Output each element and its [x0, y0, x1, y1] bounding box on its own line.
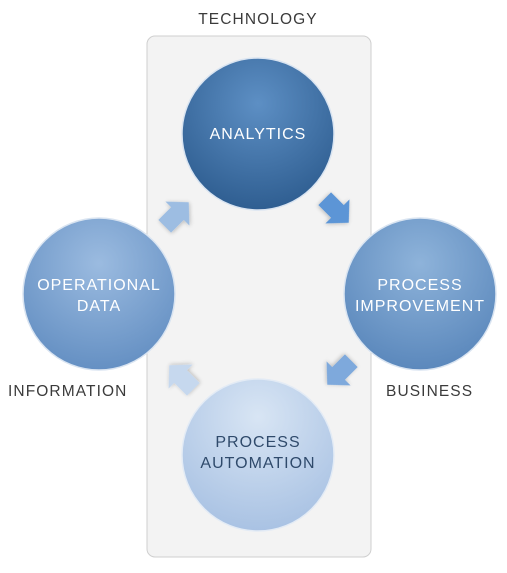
node-process-improvement: PROCESS IMPROVEMENT — [343, 217, 497, 371]
arrow-operational-to-analytics — [158, 201, 190, 233]
operational-data-line2: DATA — [77, 298, 121, 315]
process-improvement-line2: IMPROVEMENT — [355, 298, 485, 315]
arrow-analytics-to-improvement — [318, 192, 350, 224]
process-automation-line1: PROCESS — [215, 434, 300, 451]
node-analytics: ANALYTICS — [181, 57, 335, 211]
business-label: BUSINESS — [386, 383, 473, 400]
arrow-automation-to-operational — [168, 364, 200, 396]
process-automation-line2: AUTOMATION — [200, 455, 315, 472]
analytics-label: ANALYTICS — [210, 126, 307, 143]
process-improvement-line1: PROCESS — [377, 277, 462, 294]
node-operational-data: OPERATIONAL DATA — [22, 217, 176, 371]
operational-data-line1: OPERATIONAL — [37, 277, 161, 294]
node-process-automation: PROCESS AUTOMATION — [181, 378, 335, 532]
arrow-improvement-to-automation — [326, 354, 358, 386]
technology-label: TECHNOLOGY — [198, 11, 318, 28]
information-label: INFORMATION — [8, 383, 127, 400]
